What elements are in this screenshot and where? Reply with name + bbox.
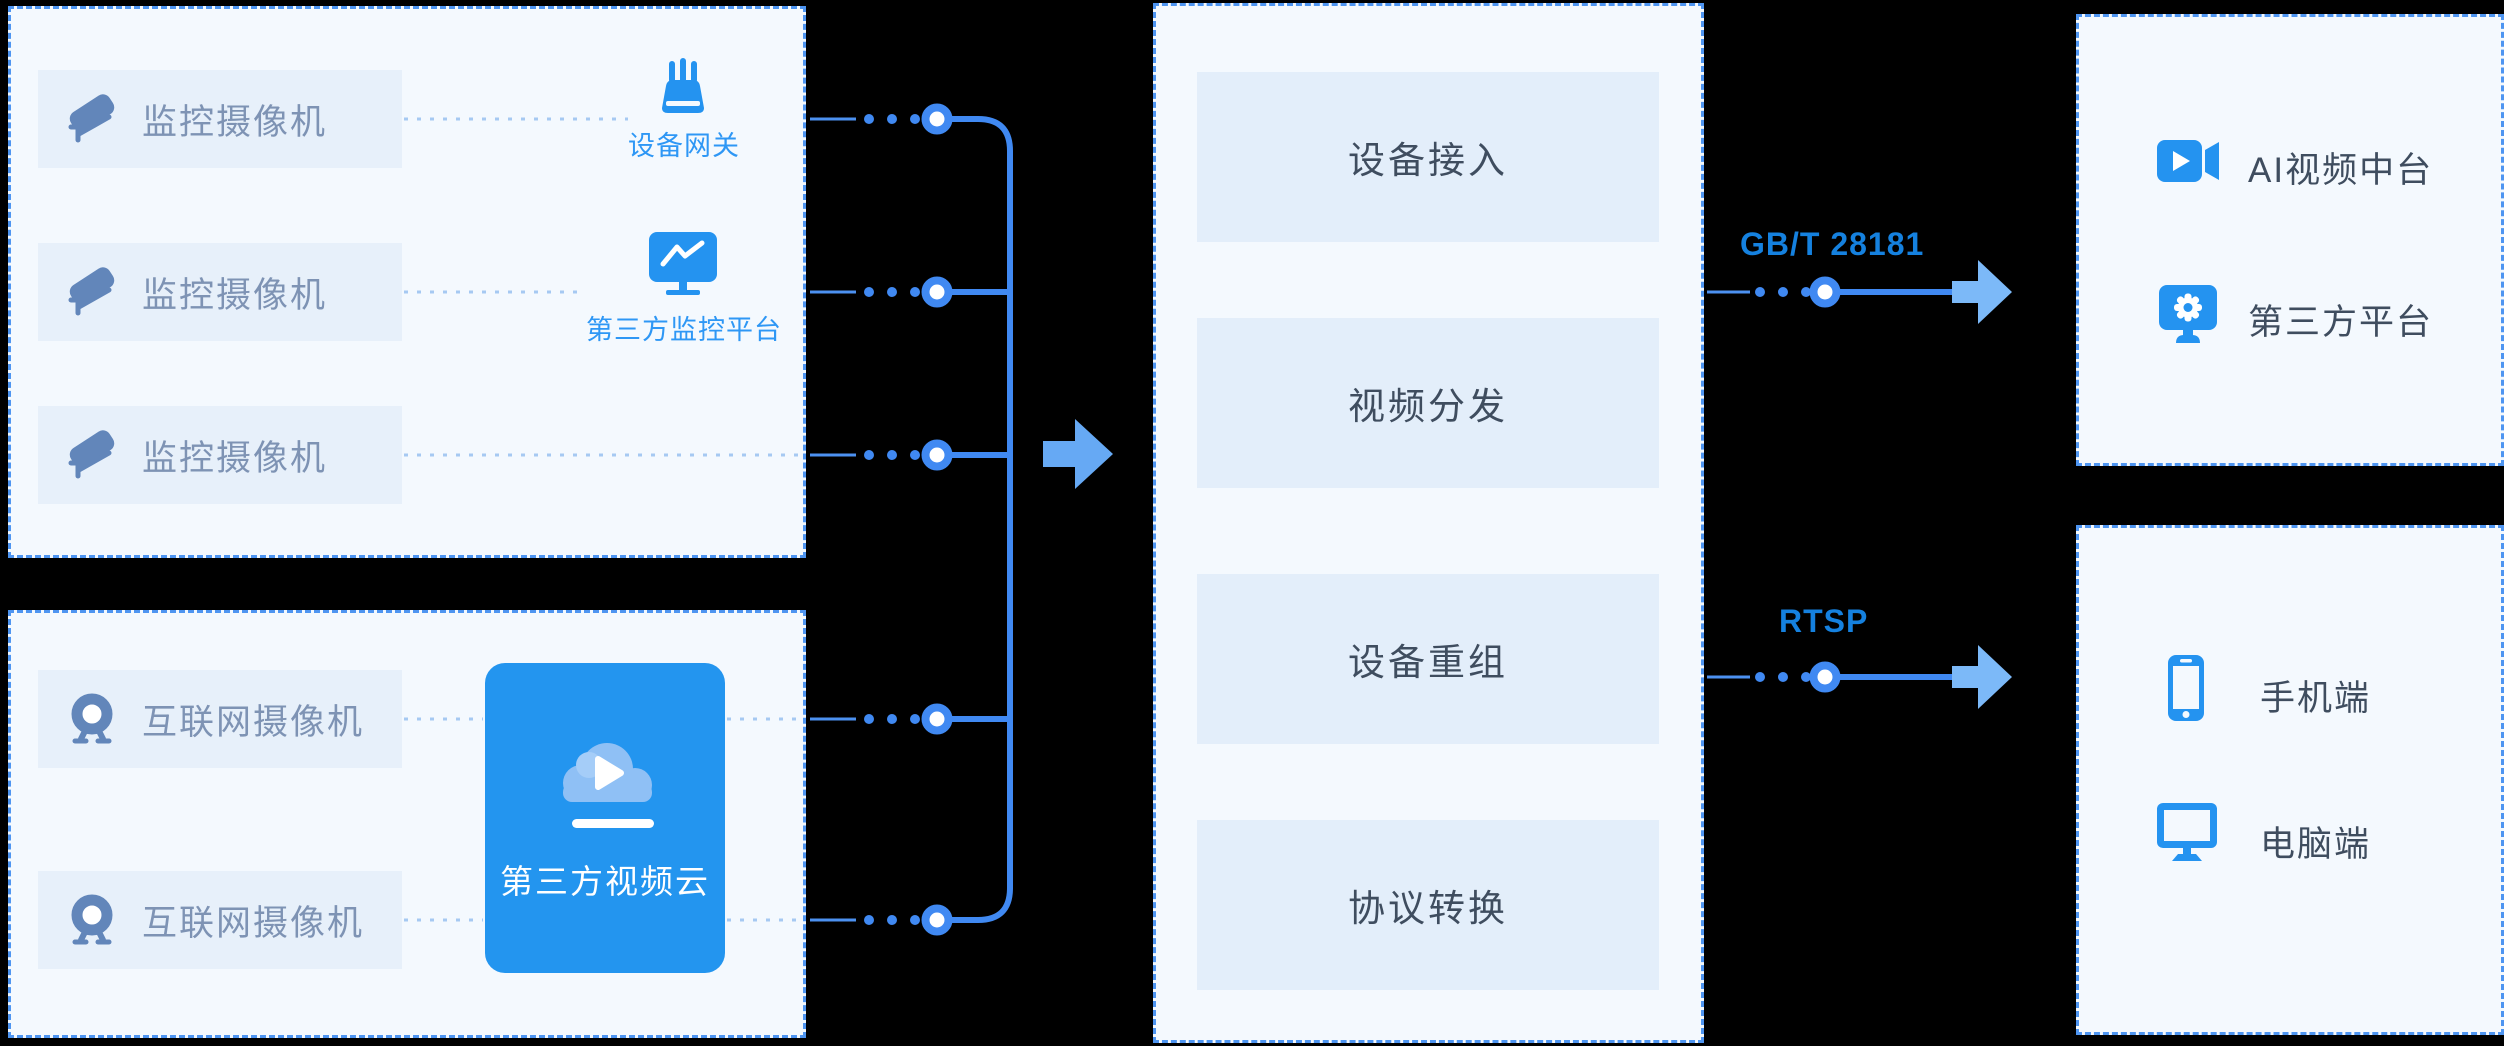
core-capability-row: 设备重组 — [1197, 574, 1659, 744]
surveillance-camera-row: 监控摄像机 — [38, 70, 402, 168]
protocol-label-gbt28181: GB/T 28181 — [1740, 226, 1925, 262]
ai-video-camera-icon — [2157, 140, 2219, 182]
capability-label: 设备接入 — [1348, 140, 1508, 181]
camera-row-label: 监控摄像机 — [142, 275, 328, 315]
capability-label: 协议转换 — [1348, 888, 1508, 929]
ai-video-platform-label: AI视频中台 — [2248, 151, 2434, 190]
camera-row-label: 监控摄像机 — [142, 438, 328, 478]
mobile-client-label: 手机端 — [2260, 679, 2372, 718]
rtsp-arrow-icon — [1952, 645, 2012, 709]
surveillance-camera-row: 监控摄像机 — [38, 406, 402, 504]
third-party-platform-label: 第三方平台 — [2248, 303, 2434, 342]
core-capability-row: 设备接入 — [1197, 72, 1659, 242]
cctv-camera-icon — [68, 94, 115, 143]
pc-client-label: 电脑端 — [2260, 825, 2372, 864]
client-box — [2076, 525, 2504, 1035]
protocol-label-rtsp: RTSP — [1779, 603, 1869, 639]
monitor-platform-label: 第三方监控平台 — [586, 315, 782, 345]
merge-bus — [952, 116, 1013, 923]
gateway-label: 设备网关 — [628, 131, 740, 161]
gbt-arrow-icon — [1952, 260, 2012, 324]
cloud-play-icon — [563, 743, 652, 802]
gear-monitor-icon — [2159, 285, 2217, 343]
webcam-icon — [71, 693, 113, 744]
capability-label: 视频分发 — [1348, 386, 1508, 427]
center-arrow-icon — [1043, 419, 1113, 489]
webcam-icon — [71, 894, 113, 945]
core-capability-row: 视频分发 — [1197, 318, 1659, 488]
desktop-monitor-icon — [2157, 803, 2217, 861]
surveillance-camera-row: 监控摄像机 — [38, 243, 402, 341]
gateway-router-icon — [662, 58, 704, 113]
card-underline — [572, 819, 654, 828]
camera-row-label: 监控摄像机 — [142, 102, 328, 142]
camera-row-label: 互联网摄像机 — [142, 903, 365, 943]
video-cloud-label: 第三方视频云 — [500, 863, 710, 900]
monitor-chart-icon — [649, 232, 717, 295]
internet-camera-row: 互联网摄像机 — [38, 670, 402, 768]
capability-label: 设备重组 — [1348, 642, 1508, 683]
core-capability-row: 协议转换 — [1197, 820, 1659, 990]
ai-platform-box — [2076, 14, 2504, 466]
cctv-camera-icon — [68, 267, 115, 316]
cctv-camera-icon — [68, 430, 115, 479]
mobile-phone-icon — [2168, 655, 2204, 721]
video-cloud-card: 第三方视频云 — [485, 663, 725, 973]
camera-row-label: 互联网摄像机 — [142, 702, 365, 742]
internet-camera-row: 互联网摄像机 — [38, 871, 402, 969]
